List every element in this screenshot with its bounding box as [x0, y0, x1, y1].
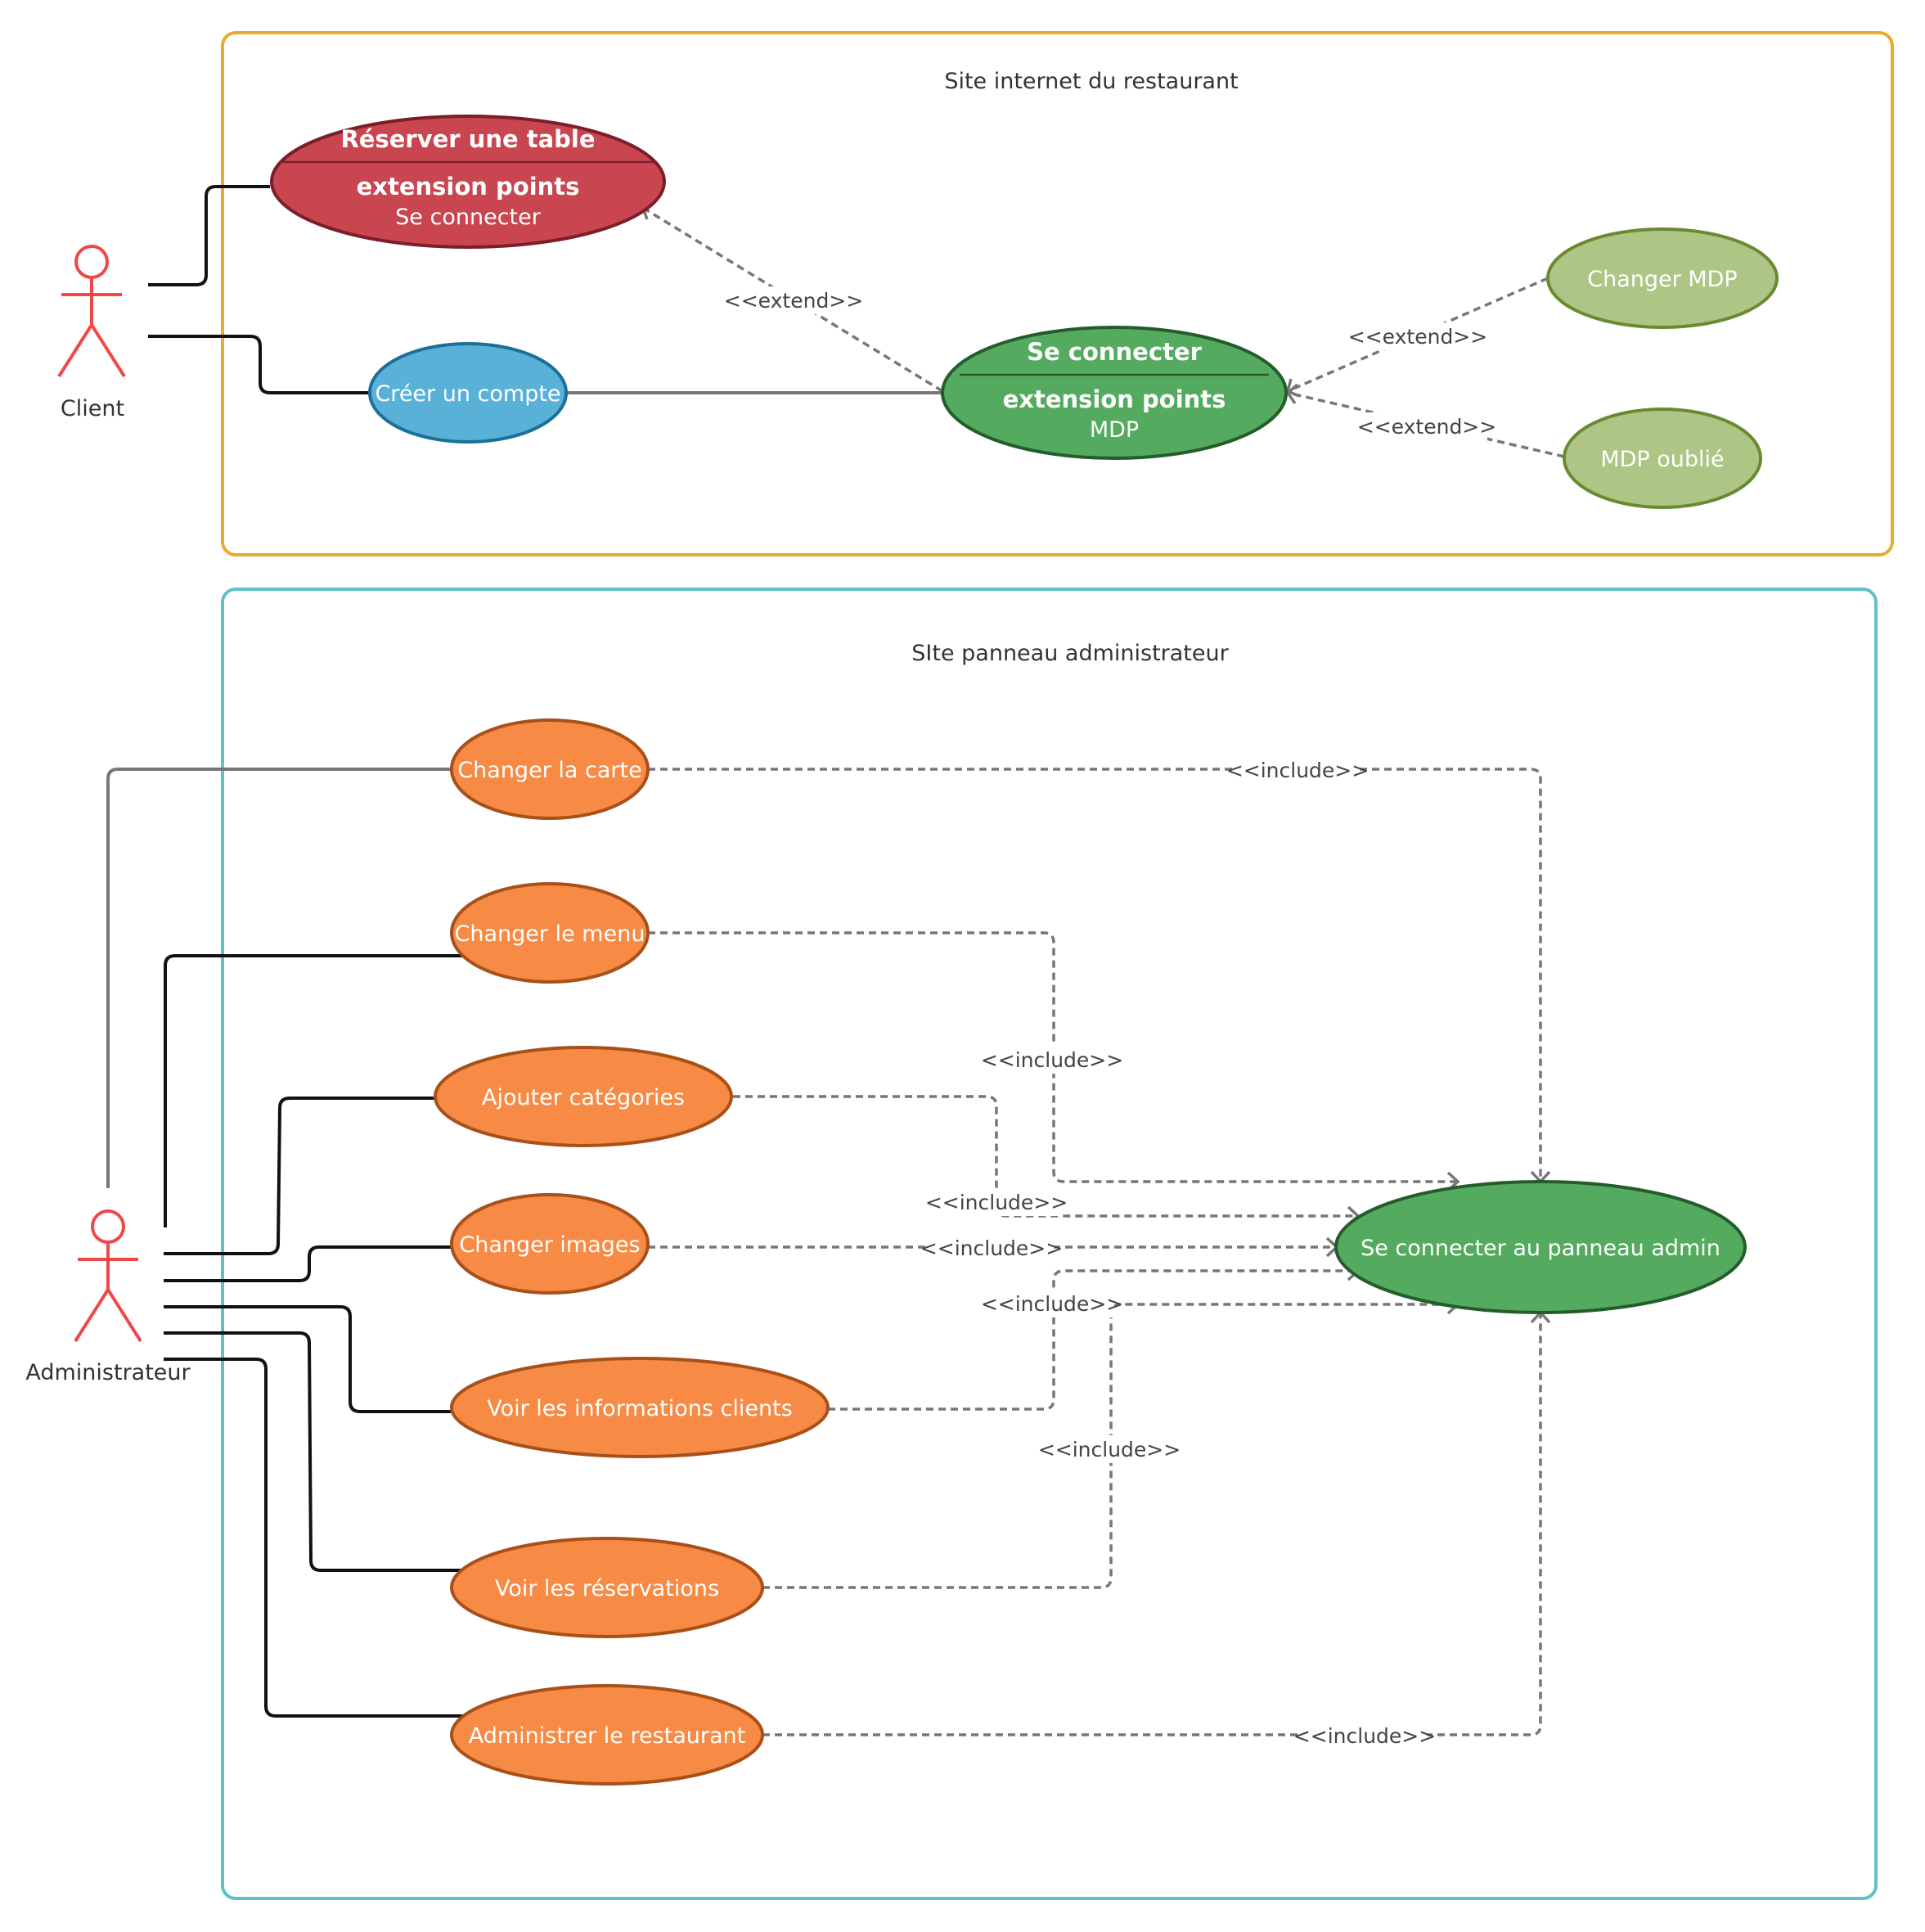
changer-carte-label: Changer la carte — [457, 758, 641, 783]
admin-boundary-title: SIte panneau administrateur — [911, 641, 1229, 666]
extend-label-changer-mdp: <<extend>> — [1348, 325, 1487, 349]
use-case-changer-menu[interactable]: Changer le menu — [450, 882, 650, 984]
voir-reservations-label: Voir les réservations — [495, 1576, 719, 1601]
assoc-admin-administrer — [164, 1358, 466, 1718]
administrer-restaurant-label: Administrer le restaurant — [469, 1723, 745, 1749]
use-case-reserver-table[interactable]: Réserver une table extension points Se c… — [270, 115, 666, 249]
include-label-administrer: <<include>> — [1293, 1724, 1436, 1748]
include-line-menu — [648, 931, 1458, 1183]
changer-images-label: Changer images — [459, 1232, 640, 1258]
assoc-admin-voir-infos — [164, 1305, 452, 1413]
assoc-admin-changer-menu — [164, 954, 463, 1227]
se-connecter-ext-point: MDP — [1090, 417, 1139, 443]
admin-stick-figure-icon — [74, 1209, 142, 1343]
use-case-changer-carte[interactable]: Changer la carte — [450, 718, 650, 820]
admin-actor[interactable]: Administrateur — [25, 1209, 191, 1385]
changer-mdp-label: Changer MDP — [1587, 267, 1737, 292]
client-actor-label: Client — [61, 396, 124, 421]
use-case-creer-compte[interactable]: Créer un compte — [368, 342, 568, 444]
changer-menu-label: Changer le menu — [455, 921, 645, 947]
se-connecter-ext-heading: extension points — [1003, 385, 1226, 413]
use-case-connecter-panneau-admin[interactable]: Se connecter au panneau admin — [1334, 1180, 1747, 1314]
voir-infos-clients-label: Voir les informations clients — [487, 1396, 793, 1421]
include-label-infos: <<include>> — [981, 1292, 1123, 1316]
assoc-client-reserver — [148, 185, 270, 286]
extend-label-reserver: <<extend>> — [724, 289, 863, 313]
use-case-mdp-oublie[interactable]: MDP oublié — [1563, 408, 1762, 509]
extend-label-mdp-oublie: <<extend>> — [1357, 415, 1496, 439]
use-case-se-connecter[interactable]: Se connecter extension points MDP — [941, 326, 1288, 460]
website-boundary-title: Site internet du restaurant — [944, 69, 1238, 94]
include-label-menu: <<include>> — [981, 1048, 1123, 1072]
include-label-images: <<include>> — [920, 1236, 1063, 1260]
connecter-panneau-label: Se connecter au panneau admin — [1361, 1236, 1720, 1261]
use-case-administrer-restaurant[interactable]: Administrer le restaurant — [450, 1684, 764, 1786]
include-line-infos — [828, 1269, 1356, 1411]
use-case-changer-images[interactable]: Changer images — [450, 1193, 650, 1295]
ajouter-categories-label: Ajouter catégories — [482, 1085, 685, 1110]
client-actor[interactable]: Client — [57, 245, 126, 421]
admin-actor-label: Administrateur — [25, 1360, 191, 1385]
client-stick-figure-icon — [57, 245, 126, 378]
use-case-voir-infos-clients[interactable]: Voir les informations clients — [450, 1357, 830, 1458]
include-label-reservations: <<include>> — [1038, 1438, 1181, 1461]
assoc-admin-changer-images — [164, 1245, 452, 1282]
mdp-oublie-label: MDP oublié — [1600, 447, 1724, 472]
include-label-categories: <<include>> — [925, 1191, 1068, 1214]
website-boundary — [221, 31, 1894, 556]
se-connecter-title: Se connecter — [1027, 338, 1202, 366]
include-line-carte — [648, 768, 1542, 1180]
reserver-ext-heading: extension points — [357, 173, 580, 200]
include-line-administrer — [762, 1314, 1542, 1736]
assoc-admin-changer-carte — [106, 768, 452, 1188]
admin-boundary — [221, 588, 1878, 1900]
use-case-changer-mdp[interactable]: Changer MDP — [1546, 227, 1779, 329]
reserver-ext-point: Se connecter — [395, 205, 542, 230]
use-case-ajouter-categories[interactable]: Ajouter catégories — [434, 1046, 733, 1147]
assoc-client-creer-compte — [148, 335, 370, 394]
assoc-admin-voir-reservations — [164, 1331, 470, 1572]
use-case-voir-reservations[interactable]: Voir les réservations — [450, 1537, 764, 1638]
include-line-reservations — [762, 1303, 1458, 1589]
associations — [106, 185, 942, 1718]
assoc-admin-ajouter-categories — [164, 1097, 435, 1255]
relation-labels: <<extend>> <<extend>> <<extend>> <<inclu… — [724, 286, 1496, 1750]
reserver-title: Réserver une table — [340, 125, 595, 153]
creer-compte-label: Créer un compte — [375, 381, 560, 407]
include-label-carte: <<include>> — [1226, 759, 1369, 782]
